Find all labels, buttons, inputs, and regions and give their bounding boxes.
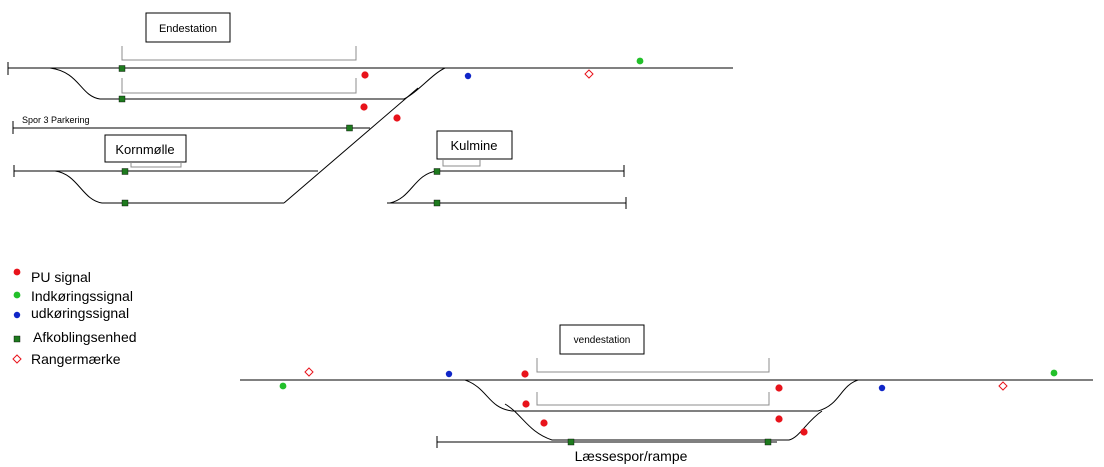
kornmolle-label: Kornmølle — [115, 142, 174, 157]
kornmolle-platform — [130, 162, 182, 168]
pu-signal-icon — [522, 400, 530, 408]
udkoring-signal-icon — [13, 311, 21, 319]
afkobling-icon — [121, 168, 129, 175]
afkobling-icon — [118, 95, 126, 103]
pu-signal-icon — [521, 370, 529, 378]
pu-signal-icon — [361, 71, 369, 79]
afkobling-icon — [346, 124, 353, 132]
endestation-label: Endestation — [159, 23, 217, 35]
afkobling-icon — [433, 168, 441, 175]
afkobling-icon — [121, 199, 129, 207]
laessespor-connector-track — [504, 403, 823, 441]
legend-indkoring: Indkøringssignal — [31, 288, 133, 304]
vendestation-platform-lower — [536, 392, 770, 406]
kulmine-label: Kulmine — [451, 138, 498, 153]
udkoring-signal-icon — [464, 72, 472, 80]
diagonal-connector-track — [283, 87, 419, 204]
lower-layout: vendestation Læssespor/rampe — [240, 324, 1093, 464]
pu-signal-icon — [775, 415, 783, 423]
indkoring-signal-icon — [1050, 369, 1058, 377]
pu-signal-icon — [393, 114, 401, 122]
afkobling-icon — [13, 335, 21, 343]
endestation-platform-upper — [121, 46, 357, 61]
rangermaerke-icon — [304, 367, 314, 377]
rangermaerke-icon — [584, 69, 594, 79]
endestation-platform-lower — [121, 78, 357, 94]
endestation-loop-track — [49, 67, 404, 100]
pu-signal-icon — [540, 419, 548, 427]
kornmolle-lower-track — [54, 170, 284, 204]
vendestation-box — [559, 324, 645, 355]
vendestation-platform-upper — [536, 358, 770, 373]
afkobling-icon — [567, 438, 575, 446]
indkoring-signal-icon — [279, 382, 287, 390]
udkoring-signal-icon — [445, 370, 453, 378]
pu-signal-icon — [800, 428, 808, 436]
rangermaerke-icon — [12, 354, 22, 364]
kulmine-box — [436, 130, 513, 160]
vendestation-loop-track — [464, 379, 859, 412]
afkobling-icon — [433, 199, 441, 207]
afkobling-icon — [118, 65, 126, 72]
upper-layout: Endestation Spor 3 Parkering Kornmølle K… — [7, 12, 733, 209]
kulmine-platform — [442, 160, 481, 167]
endestation-box — [145, 12, 231, 43]
rangermaerke-icon — [998, 381, 1008, 391]
kornmolle-box — [104, 134, 187, 163]
spor3-label: Spor 3 Parkering — [22, 115, 90, 125]
pu-signal-icon — [13, 268, 21, 276]
vendestation-label: vendestation — [574, 335, 631, 346]
pu-signal-icon — [775, 384, 783, 392]
indkoring-signal-icon — [13, 291, 21, 299]
afkobling-icon — [764, 438, 772, 446]
udkoring-signal-icon — [878, 384, 886, 392]
kulmine-switch-curve — [389, 170, 438, 204]
indkoring-signal-icon — [636, 57, 644, 65]
legend: PU signal Indkøringssignal udkøringssign… — [12, 268, 137, 367]
laessespor-label: Læssespor/rampe — [575, 448, 688, 464]
legend-pu-signal: PU signal — [31, 269, 91, 285]
legend-udkoring: udkøringssignal — [31, 305, 129, 321]
legend-rangermaerke: Rangermærke — [31, 351, 121, 367]
pu-signal-icon — [360, 103, 368, 111]
legend-afkobling: Afkoblingsenhed — [33, 329, 137, 345]
